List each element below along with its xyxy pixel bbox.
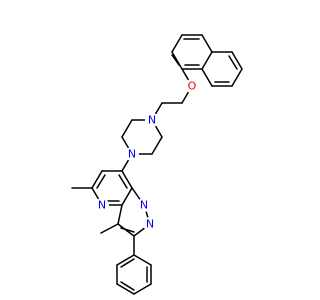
bond xyxy=(121,187,133,206)
bond xyxy=(120,281,135,291)
pyrimidine-nitrogen: N xyxy=(95,198,109,212)
bond xyxy=(116,254,135,266)
atom-label-n: N xyxy=(148,114,156,127)
molecule-canvas: O N N N N N xyxy=(71,34,243,295)
bond xyxy=(201,51,213,70)
bond xyxy=(171,34,183,53)
bond xyxy=(201,34,213,53)
bond xyxy=(201,68,213,87)
bond xyxy=(96,174,106,189)
bond xyxy=(100,223,119,234)
bond xyxy=(121,170,133,189)
bond xyxy=(171,54,180,66)
atom-label-n: N xyxy=(146,218,154,231)
atom-label-n: N xyxy=(98,199,106,212)
bond xyxy=(171,51,183,70)
atom-label-o: O xyxy=(188,80,197,93)
atom-label-n: N xyxy=(140,199,148,212)
bond xyxy=(121,119,133,138)
bond xyxy=(151,136,163,155)
bond xyxy=(228,55,238,70)
bond xyxy=(120,258,135,268)
bond xyxy=(231,68,243,87)
bonds xyxy=(71,34,243,295)
bond xyxy=(91,170,103,189)
atom-label-n: N xyxy=(128,148,136,161)
bond xyxy=(116,283,135,295)
bond xyxy=(231,51,243,70)
bond xyxy=(118,174,128,189)
molecule-structure: O N N N N N xyxy=(71,34,243,295)
bond xyxy=(133,283,152,295)
bridgehead-nitrogen: N xyxy=(137,198,151,212)
bond xyxy=(117,204,123,225)
oxygen-atom: O xyxy=(185,79,199,93)
piperazine-nitrogen-bottom: N xyxy=(125,147,139,161)
bond xyxy=(133,254,152,266)
piperazine-nitrogen-top: N xyxy=(145,113,159,127)
bond xyxy=(120,227,135,233)
pyrazole-nitrogen: N xyxy=(143,217,157,231)
atom-labels: O N N N N N xyxy=(95,79,199,231)
